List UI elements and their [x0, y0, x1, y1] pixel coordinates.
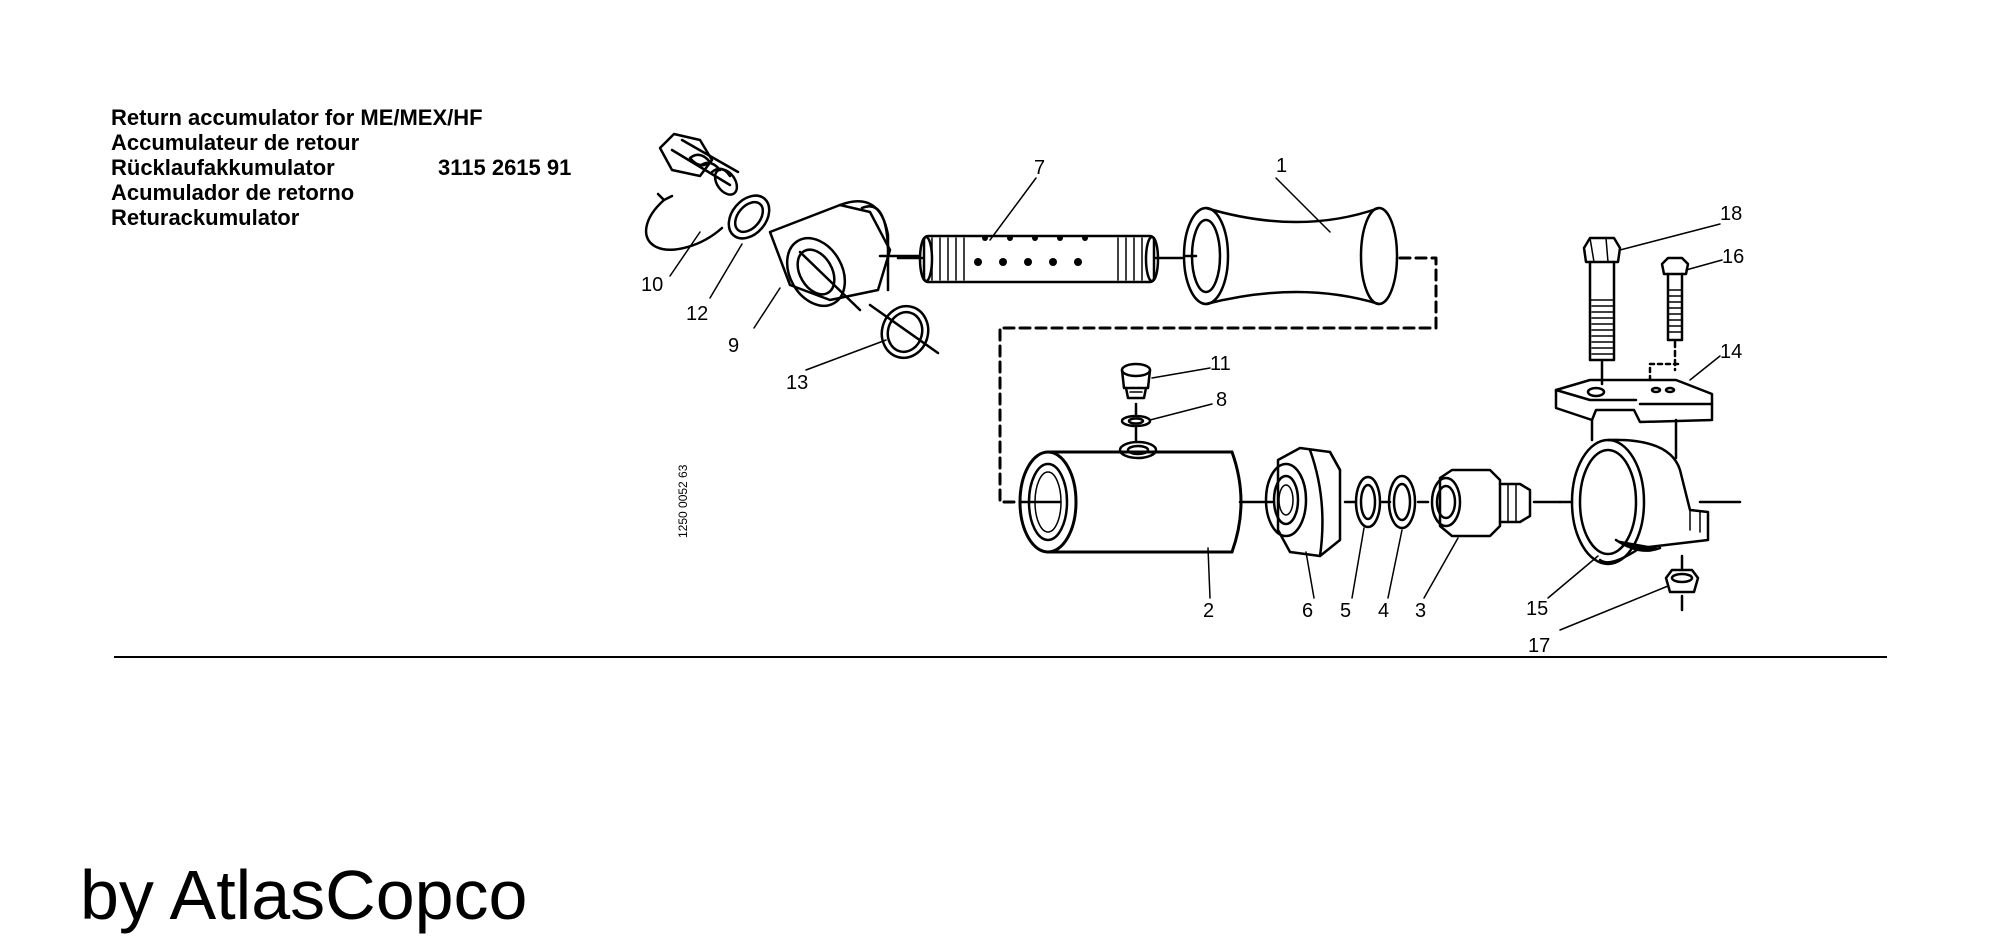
part-12-o-ring: [727, 194, 771, 240]
part-1-flared-tube: [1182, 206, 1399, 306]
title-es: Acumulador de retorno: [111, 180, 355, 205]
title-en: Return accumulator for ME/MEX/HF: [111, 105, 483, 130]
callout-18: 18: [1720, 203, 1742, 225]
title-block: Return accumulator for ME/MEX/HF Accumul…: [111, 105, 483, 230]
part-15-clamp: [1558, 438, 1742, 566]
callout-12: 12: [686, 303, 708, 325]
leader-lines: [669, 177, 1723, 631]
callout-13: 13: [786, 372, 808, 394]
part-17-nut: [1664, 554, 1700, 612]
part-16-short-bolt: [1660, 256, 1690, 372]
callout-15: 15: [1526, 598, 1548, 620]
part-6-nut: [1264, 446, 1358, 558]
callout-8: 8: [1216, 389, 1227, 411]
part-number: 3115 2615 91: [438, 155, 572, 180]
part-8-washer: [1120, 402, 1152, 442]
footer-brand: by AtlasCopco: [80, 856, 528, 934]
callout-labels: 1 2 3 4 5 6 7 8 9 10 11 12 13 14 15 16 1…: [641, 155, 1744, 657]
callout-3: 3: [1415, 600, 1426, 622]
part-14-bracket: [1554, 362, 1714, 460]
title-sv: Returackumulator: [111, 205, 300, 230]
assembly-dashed-path: [998, 256, 1438, 504]
part-2-cylinder: [1018, 440, 1274, 554]
callout-7: 7: [1034, 157, 1045, 179]
callout-10: 10: [641, 274, 663, 296]
part-10-union: [644, 132, 740, 251]
title-de: Rücklaufakkumulator: [111, 155, 335, 180]
callout-16: 16: [1722, 246, 1744, 268]
part-7-perforated-pipe: [896, 234, 1184, 284]
part-11-plug: [1120, 362, 1152, 400]
part-18-long-bolt: [1582, 236, 1622, 386]
callout-5: 5: [1340, 600, 1351, 622]
callout-14: 14: [1720, 341, 1742, 363]
part-13-ring: [868, 303, 940, 360]
title-fr: Accumulateur de retour: [111, 130, 360, 155]
section-divider: [114, 656, 1887, 658]
callout-9: 9: [728, 335, 739, 357]
callout-11: 11: [1210, 353, 1231, 375]
callout-1: 1: [1276, 155, 1287, 177]
callout-6: 6: [1302, 600, 1313, 622]
callout-17: 17: [1528, 635, 1550, 657]
part-3-fitting: [1430, 468, 1562, 538]
part-4-ring: [1380, 474, 1430, 530]
callout-4: 4: [1378, 600, 1389, 622]
part-9-elbow: [768, 200, 922, 312]
part-5-ring: [1354, 475, 1382, 529]
callout-2: 2: [1203, 600, 1214, 622]
